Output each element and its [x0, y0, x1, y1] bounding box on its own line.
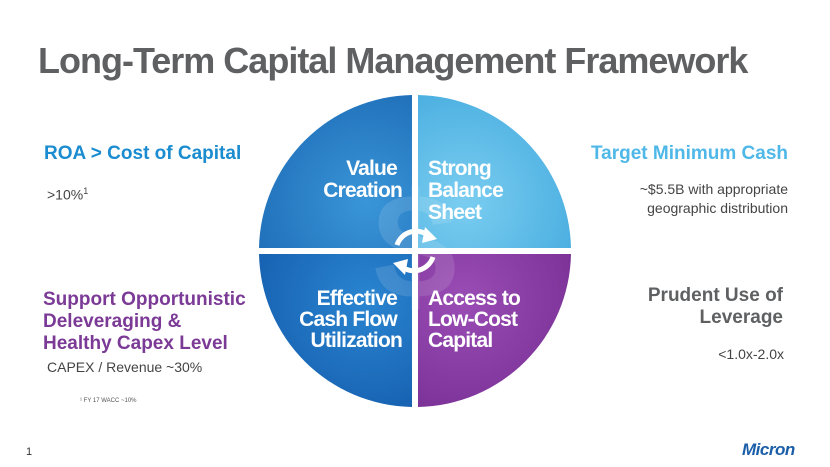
svg-text:Access to Low-Cost Cap: Access to Low-Cost Capital [428, 287, 525, 352]
cash-heading: Target Minimum Cash [590, 143, 788, 164]
roa-value: >10%1 [47, 182, 88, 205]
roa-superscript: 1 [83, 186, 89, 196]
svg-text:Value Creation: Value Creation [323, 157, 402, 202]
capex-heading: Support Opportunistic Deleveraging & Hea… [43, 289, 246, 355]
leverage-heading: Prudent Use of Leverage [648, 285, 783, 329]
micron-logo: Micron [742, 440, 795, 459]
cycle-arrows-icon [393, 227, 437, 275]
slide-title: Long-Term Capital Management Framework [38, 40, 748, 81]
capex-detail: CAPEX / Revenue ~30% [47, 359, 203, 375]
capex-heading-line1: Support Opportunistic [43, 289, 246, 310]
leverage-heading-line1: Prudent Use of [647, 285, 783, 306]
roa-value-text: >10% [47, 186, 84, 203]
svg-text:Effective Cash Flow Ut: Effective Cash Flow Utilization [299, 287, 402, 352]
bottom-right-label-line2: Low-Cost [428, 308, 518, 331]
quadrant-bottom-right [418, 254, 571, 407]
top-right-label-line1: Strong [428, 157, 491, 180]
quadrant-top-left [259, 95, 412, 248]
bottom-left-label-line1: Effective [317, 287, 397, 310]
framework-wheel: $ Value Creation Strong Balance Sheet Ef… [259, 95, 571, 407]
cash-detail-line2: geographic distribution [647, 200, 788, 216]
cash-detail: ~$5.5B with appropriate geographic distr… [640, 180, 788, 218]
roa-heading: ROA > Cost of Capital [44, 143, 242, 164]
quadrant-bottom-left [259, 254, 412, 407]
top-left-label-line2: Creation [323, 179, 402, 202]
bottom-left-label-line2: Cash Flow [299, 308, 398, 331]
page-number: 1 [26, 446, 33, 458]
leverage-heading-line2: Leverage [699, 307, 783, 328]
leverage-detail: <1.0x-2.0x [718, 346, 784, 362]
capex-heading-line3: Healthy Capex Level [43, 333, 228, 354]
capex-heading-line2: Deleveraging & [43, 311, 182, 332]
dollar-sign-icon: $ [373, 162, 456, 330]
cash-detail-line1: ~$5.5B with appropriate [639, 181, 788, 197]
top-left-label-line1: Value [346, 157, 397, 180]
bottom-right-label-line1: Access to [428, 287, 520, 310]
bottom-left-label-line3: Utilization [310, 329, 402, 352]
svg-text:Strong Balance Sheet: Strong Balance Sheet [428, 157, 508, 224]
quadrant-top-right [418, 95, 571, 248]
footnote: ¹ FY 17 WACC ~10% [80, 398, 137, 404]
top-right-label-line2: Balance [428, 179, 503, 202]
top-right-label-line3: Sheet [428, 201, 482, 224]
bottom-right-label-line3: Capital [428, 329, 492, 352]
